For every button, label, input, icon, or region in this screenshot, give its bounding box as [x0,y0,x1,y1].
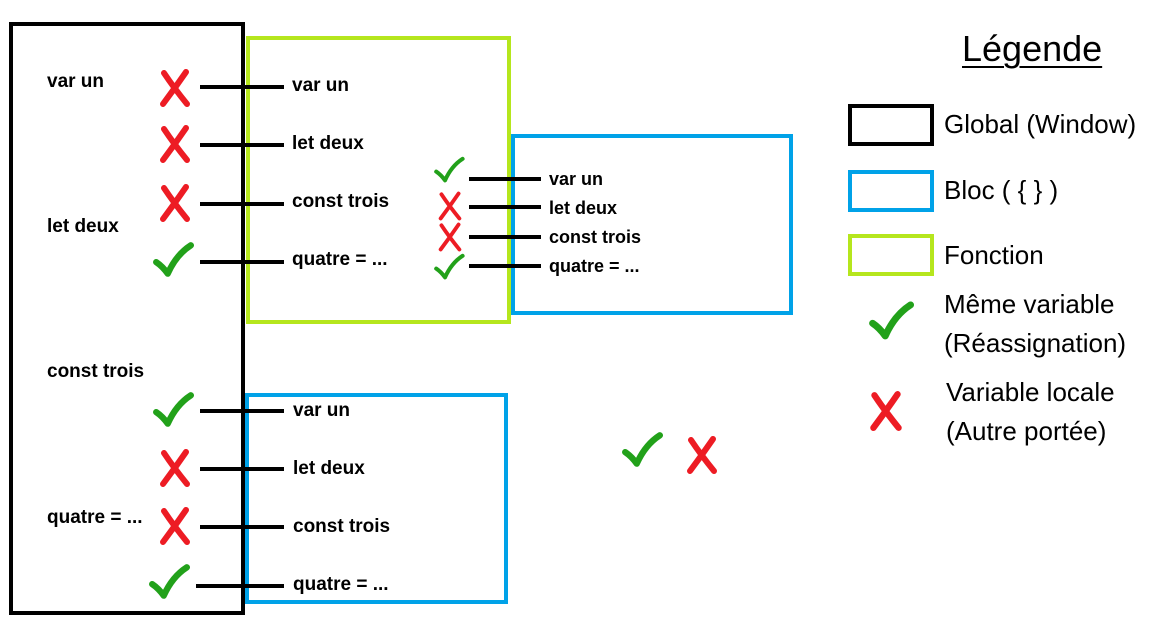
nested-block-let-deux: let deux [549,198,618,218]
legend-global-label: Global (Window) [944,109,1137,139]
function-quatre: quatre = ... [292,249,388,270]
legend-title: Légende [962,28,1103,69]
legend-global-swatch [848,104,934,146]
global-let-deux: let deux [47,216,119,237]
nested-block-var-un: var un [549,169,604,189]
legend-cross-icon [867,390,905,432]
check-icon [621,431,663,469]
legend-fonction-swatch [848,234,934,276]
bottom-block-scope-box [245,393,508,604]
check-icon [152,391,194,429]
nested-block-const-trois: const trois [549,227,642,247]
cross-icon [157,124,193,164]
legend-bloc-swatch [848,170,934,212]
connector-line [469,205,541,209]
check-icon [148,563,190,601]
function-const-trois: const trois [292,191,390,212]
cross-icon [157,448,193,488]
nested-block-scope-box [511,134,793,315]
check-icon [433,252,465,282]
bottom-block-quatre: quatre = ... [293,574,389,595]
connector-line [200,525,284,529]
cross-icon [157,183,193,223]
cross-icon [684,435,720,475]
function-var-un: var un [292,75,350,96]
connector-line [469,235,541,239]
nested-block-quatre: quatre = ... [549,256,640,276]
cross-icon [436,190,464,222]
check-icon [152,241,194,279]
connector-line [469,264,541,268]
cross-icon [157,506,193,546]
connector-line [196,584,284,588]
check-icon [433,155,465,185]
legend-fonction-label: Fonction [944,240,1044,270]
connector-line [200,202,284,206]
global-var-un: var un [47,71,105,92]
connector-line [200,260,284,264]
legend-check-icon [868,300,914,342]
global-scope-box [9,22,245,615]
bottom-block-const-trois: const trois [293,516,391,537]
bottom-block-let-deux: let deux [293,458,365,479]
cross-icon [157,68,193,108]
connector-line [200,409,284,413]
legend-local-variable-label: Variable locale (Autre portée) [946,377,1115,446]
connector-line [200,467,284,471]
connector-line [200,143,284,147]
function-let-deux: let deux [292,133,364,154]
cross-icon [436,221,464,253]
global-quatre: quatre = ... [47,507,143,528]
legend-same-variable-label: Même variable (Réassignation) [944,289,1127,358]
connector-line [469,177,541,181]
bottom-block-var-un: var un [293,400,351,421]
global-const-trois: const trois [47,361,145,382]
legend-bloc-label: Bloc ( { } ) [944,175,1059,205]
connector-line [200,85,284,89]
